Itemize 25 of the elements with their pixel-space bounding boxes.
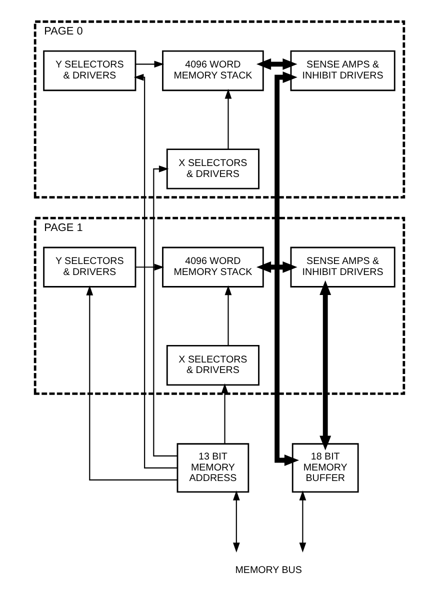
node-text: MEMORY BUS [234,564,302,576]
arrow [232,490,240,552]
arrow [220,383,228,444]
node-box: 13 BIT MEMORY ADDRESS [176,443,249,493]
node-box: Y SELECTORS & DRIVERS [42,246,136,288]
arrow [224,285,232,346]
arrow [256,58,297,70]
arrow [135,60,164,68]
arrow [135,264,164,271]
arrow [319,280,331,450]
node-box: 18 BIT MEMORY BUFFER [291,443,358,493]
arrow [256,261,297,273]
node-box: X SELECTORS & DRIVERS [166,344,259,386]
arrow [224,88,232,150]
node-box: SENSE AMPS & INHIBIT DRIVERS [290,246,395,288]
node-box: 4096 WORD MEMORY STACK [162,246,264,288]
node-box: X SELECTORS & DRIVERS [166,148,259,190]
node-box: SENSE AMPS & INHIBIT DRIVERS [290,50,395,92]
node-box: Y SELECTORS & DRIVERS [42,50,136,92]
arrow [152,165,177,456]
arrow [298,490,306,552]
arrow [86,286,177,480]
node-box: 4096 WORD MEMORY STACK [162,50,264,92]
arrow [274,72,299,466]
arrow [133,74,177,468]
